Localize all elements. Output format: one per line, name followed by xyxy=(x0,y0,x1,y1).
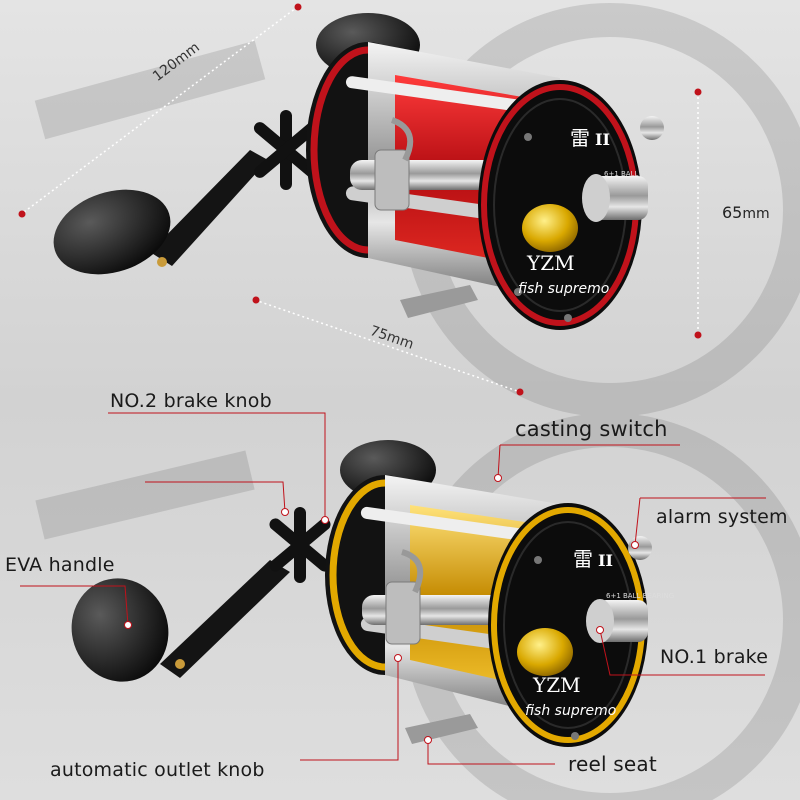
top-model-glyph: 雷 xyxy=(570,126,590,150)
dimension-lines xyxy=(19,4,699,393)
top-reel-red xyxy=(53,13,664,330)
callout-leaders xyxy=(20,412,766,765)
callout-casting-switch: casting switch xyxy=(515,417,668,441)
callout-alarm-system: alarm system xyxy=(656,506,788,528)
bottom-brand-name: YZM xyxy=(532,673,581,697)
callout-no1-brake: NO.1 brake xyxy=(660,646,769,668)
callout-automatic-outlet-knob: automatic outlet knob xyxy=(50,759,265,781)
dimension-endpoints xyxy=(18,3,702,396)
bottom-reel-gold xyxy=(71,440,652,747)
callout-no2-brake-knob: NO.2 brake knob xyxy=(110,390,272,412)
top-model-numeral: II xyxy=(595,130,610,149)
height-unit: mm xyxy=(742,206,770,222)
height-dimension-label: 65mm xyxy=(722,203,770,222)
callout-reel-seat: reel seat xyxy=(568,752,657,776)
callout-eva-handle: EVA handle xyxy=(5,554,115,576)
top-brand-tagline: fish supremo xyxy=(518,281,609,297)
callout-endpoints xyxy=(124,474,639,744)
height-value: 65 xyxy=(722,203,743,222)
bottom-brand-tagline: fish supremo xyxy=(525,703,616,719)
bottom-model-numeral: II xyxy=(598,551,613,570)
bottom-bearing-text: 6+1 BALL BEARING xyxy=(606,592,674,600)
top-brand-name: YZM xyxy=(526,251,575,275)
bottom-model-glyph: 雷 xyxy=(573,547,593,571)
top-bearing-text: 6+1 BALL BEARING xyxy=(604,170,672,178)
